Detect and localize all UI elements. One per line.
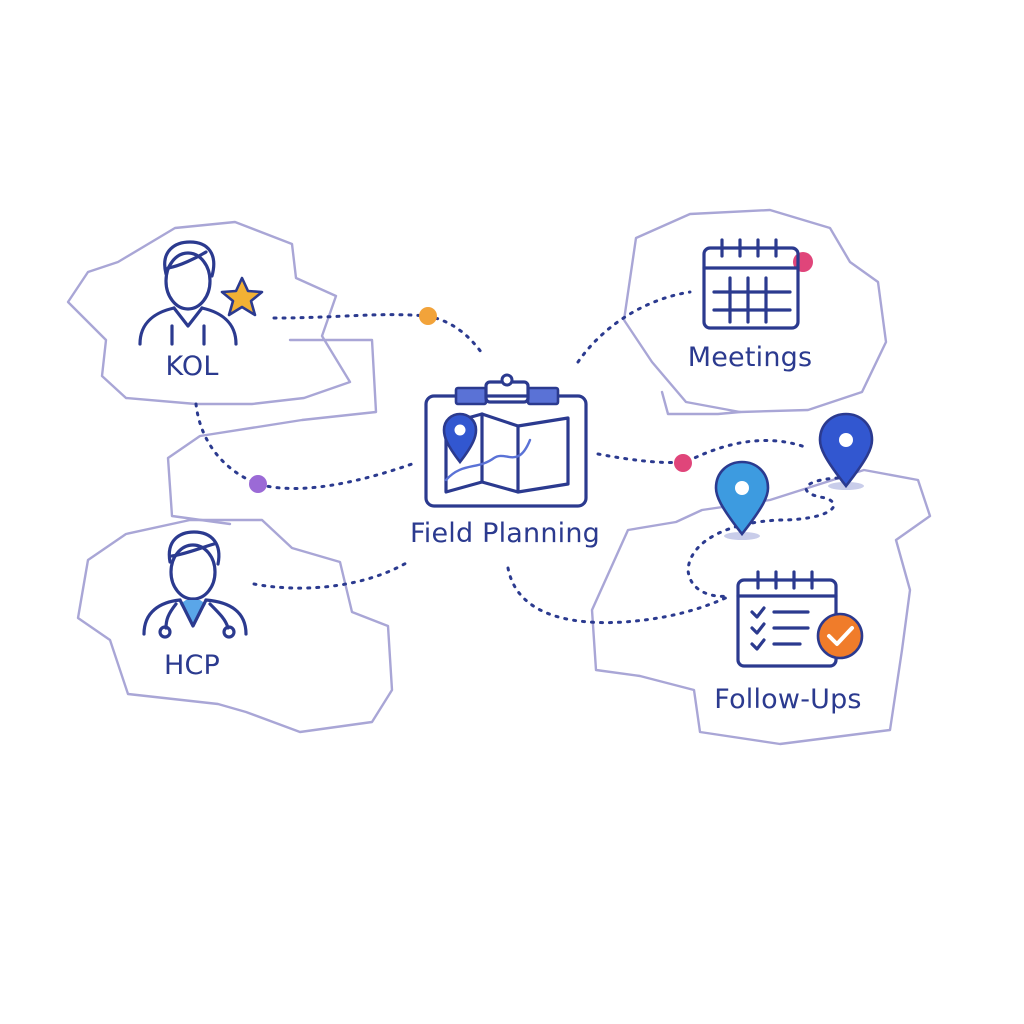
map-pin-icon-light	[714, 460, 770, 540]
connector-center-followups	[506, 566, 732, 625]
label-follow-ups: Follow-Ups	[714, 684, 862, 715]
dot-purple	[249, 475, 267, 493]
check-badge-icon	[816, 612, 864, 660]
territory-kol	[66, 220, 352, 406]
clipboard-map-icon	[424, 373, 588, 508]
dot-pink-right	[674, 454, 692, 472]
label-field-planning: Field Planning	[409, 518, 601, 549]
person-icon	[138, 240, 238, 346]
territory-followups	[590, 468, 932, 746]
territory-meetings-inner	[660, 390, 742, 416]
star-icon	[220, 276, 264, 317]
connector-pin-route	[686, 476, 840, 598]
dot-orange	[419, 307, 437, 325]
connector-kol-center	[272, 313, 486, 358]
doctor-icon	[142, 530, 248, 636]
calendar-icon	[702, 238, 800, 330]
map-pin-icon	[442, 412, 478, 465]
stethoscope-icon	[158, 602, 236, 639]
connector-center-meetings	[576, 290, 692, 364]
connector-kol-down	[194, 402, 414, 490]
map-pin-icon-large	[818, 412, 874, 490]
territory-hcp	[76, 518, 394, 734]
territory-connector-left	[166, 338, 378, 526]
connector-hcp-center	[252, 560, 410, 590]
label-kol: KOL	[165, 351, 219, 382]
territory-outlines	[66, 208, 932, 746]
label-hcp: HCP	[163, 650, 221, 681]
connector-center-right	[596, 439, 810, 465]
label-meetings: Meetings	[687, 342, 813, 373]
checklist-icon	[736, 570, 838, 668]
territory-meetings	[622, 208, 888, 414]
